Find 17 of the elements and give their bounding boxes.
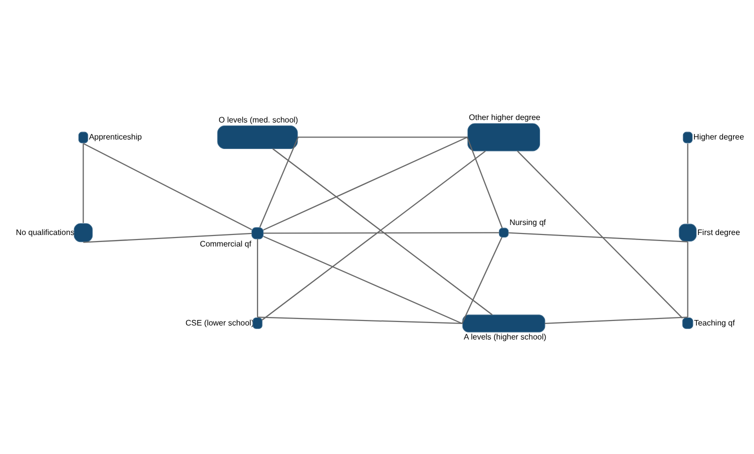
connector	[262, 232, 499, 234]
connector	[686, 241, 688, 317]
connector	[686, 143, 688, 223]
connector	[544, 316, 688, 324]
connector	[516, 150, 682, 318]
connector	[82, 143, 84, 222]
connector	[82, 142, 252, 230]
connector	[262, 136, 467, 230]
connector	[508, 232, 688, 242]
connector	[262, 235, 462, 324]
connector	[297, 136, 468, 138]
connector	[257, 316, 462, 324]
connector	[82, 232, 252, 242]
connector	[256, 238, 258, 317]
connector	[258, 136, 298, 227]
connector	[461, 236, 502, 324]
connector	[466, 136, 502, 228]
